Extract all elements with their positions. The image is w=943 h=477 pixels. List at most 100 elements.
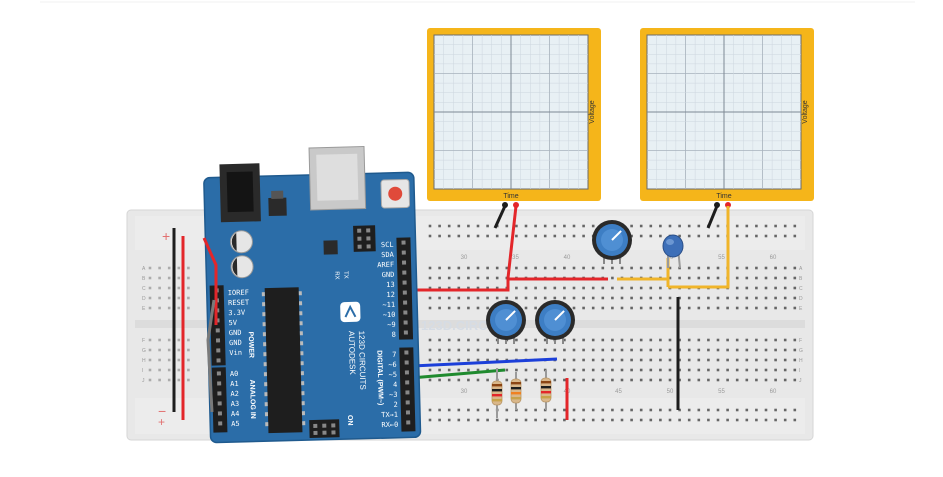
- arduino-uno[interactable]: TX RX AUTODESK 123D CIRCUITS IOREFRESET3…: [203, 145, 422, 444]
- analog-section-label: ANALOG IN: [248, 379, 256, 418]
- column-number: 55: [718, 389, 725, 395]
- resistors[interactable]: [491, 368, 552, 418]
- power-pin-label: Vin: [229, 349, 242, 357]
- resistor-1[interactable]: [491, 368, 503, 418]
- row-letter: G: [799, 348, 803, 354]
- digital-pin-label: 7: [392, 351, 396, 359]
- rail-minus-label-bottom: −: [158, 403, 166, 419]
- analog-pin-label: A0: [230, 370, 239, 378]
- row-letter: H: [142, 358, 146, 364]
- digital-pin-labels: SCLSDAAREFGND1312~11~10~987~6~54~32TX→1R…: [377, 241, 398, 429]
- row-letter: H: [799, 358, 803, 364]
- oscilloscope-1-time-label: Time: [503, 193, 518, 200]
- digital-pin-label: 4: [393, 381, 397, 389]
- icsp-header[interactable]: [353, 225, 376, 252]
- column-number: 45: [615, 389, 622, 395]
- rail-plus-label-top: +: [162, 228, 170, 244]
- digital-pin-label: AREF: [377, 261, 394, 269]
- oscilloscope-2-time-label: Time: [716, 193, 731, 200]
- wire-scope1-black[interactable]: [493, 205, 507, 229]
- oscilloscope-1[interactable]: Time Voltage: [427, 28, 601, 208]
- digital-pin-label: 12: [386, 291, 395, 299]
- wire-scope2-black[interactable]: [706, 205, 719, 229]
- power-pin-label: 3.3V: [228, 309, 246, 317]
- capacitor[interactable]: [662, 234, 684, 269]
- column-number: 40: [564, 255, 571, 261]
- column-number: 60: [770, 255, 777, 261]
- column-number: 55: [718, 255, 725, 261]
- power-pin-label: GND: [229, 339, 242, 347]
- digital-pin-label: 8: [392, 331, 396, 339]
- oscilloscope-2-voltage-label: Voltage: [802, 100, 809, 123]
- row-letter: C: [142, 286, 146, 292]
- oscilloscope-2-grid: [647, 35, 801, 189]
- row-letter: B: [799, 276, 803, 282]
- digital-section-label: DIGITAL (PWM~): [375, 350, 383, 405]
- power-section-label: POWER: [247, 331, 255, 358]
- digital-pin-label: ~9: [387, 321, 396, 329]
- wire-pin13-red[interactable]: [404, 277, 608, 292]
- analog-pin-label: A3: [231, 400, 240, 408]
- row-letter: C: [799, 286, 803, 292]
- atmega-chip: [264, 287, 303, 434]
- digital-pin-label: 2: [393, 401, 397, 409]
- oscilloscope-2[interactable]: Time Voltage: [640, 28, 814, 208]
- rail-plus-label-bottom: +: [158, 415, 165, 429]
- potentiometer-1[interactable]: [592, 220, 632, 264]
- on-label: ON: [346, 415, 353, 426]
- power-header[interactable]: [209, 285, 226, 366]
- oscilloscope-1-grid: [434, 35, 588, 189]
- column-number: 30: [461, 389, 468, 395]
- wire-scope2-yellow[interactable]: [668, 206, 730, 289]
- row-letter: B: [142, 276, 146, 282]
- wire-scope1-red[interactable]: [506, 205, 518, 279]
- resistor-2[interactable]: [510, 372, 522, 410]
- potentiometers[interactable]: [486, 220, 632, 344]
- digital-pin-label: 13: [386, 281, 395, 289]
- digital-pin-label: ~11: [382, 301, 395, 309]
- analog-header[interactable]: [211, 367, 228, 433]
- row-letter: D: [799, 296, 803, 302]
- row-letter: F: [799, 338, 802, 344]
- brand-label: AUTODESK: [347, 331, 357, 376]
- wire-5v-red[interactable]: [202, 237, 218, 325]
- digital-pin-label: TX→1: [381, 411, 398, 419]
- row-letter: D: [142, 296, 146, 302]
- breadboard-holes: [148, 224, 797, 422]
- digital-pin-label: ~10: [383, 311, 396, 319]
- row-letter: J: [142, 378, 145, 384]
- row-letter: I: [799, 368, 800, 374]
- potentiometer-3[interactable]: [535, 300, 575, 344]
- analog-pin-label: A4: [231, 410, 240, 418]
- column-number: 50: [667, 255, 674, 261]
- oscilloscope-1-voltage-label: Voltage: [589, 100, 596, 123]
- digital-header-bottom[interactable]: [399, 347, 416, 432]
- row-letter: J: [799, 378, 802, 384]
- breadboard-watermark: 123D.CIRC: [421, 318, 488, 333]
- digital-header-top[interactable]: [396, 237, 414, 340]
- row-letter: I: [142, 368, 143, 374]
- column-number: 60: [770, 389, 777, 395]
- analog-pin-label: A1: [230, 380, 239, 388]
- resistor-3[interactable]: [540, 370, 552, 410]
- row-letter: G: [142, 348, 146, 354]
- row-letter: A: [142, 266, 146, 272]
- row-letter: E: [799, 306, 803, 312]
- power-pin-label: GND: [229, 329, 242, 337]
- wire-gnd-gray[interactable]: [206, 299, 216, 413]
- column-number: 30: [461, 255, 468, 261]
- digital-pin-label: ~3: [389, 391, 398, 399]
- analog-pin-label: A5: [231, 420, 240, 428]
- power-pin-label: 5V: [228, 319, 237, 327]
- digital-pin-label: SCL: [381, 241, 394, 249]
- potentiometer-2[interactable]: [486, 300, 526, 344]
- digital-pin-label: SDA: [381, 251, 395, 259]
- product-label: 123D CIRCUITS: [357, 331, 368, 390]
- row-letter: F: [142, 338, 145, 344]
- autodesk-logo: [340, 301, 361, 323]
- digital-pin-label: ~5: [388, 371, 397, 379]
